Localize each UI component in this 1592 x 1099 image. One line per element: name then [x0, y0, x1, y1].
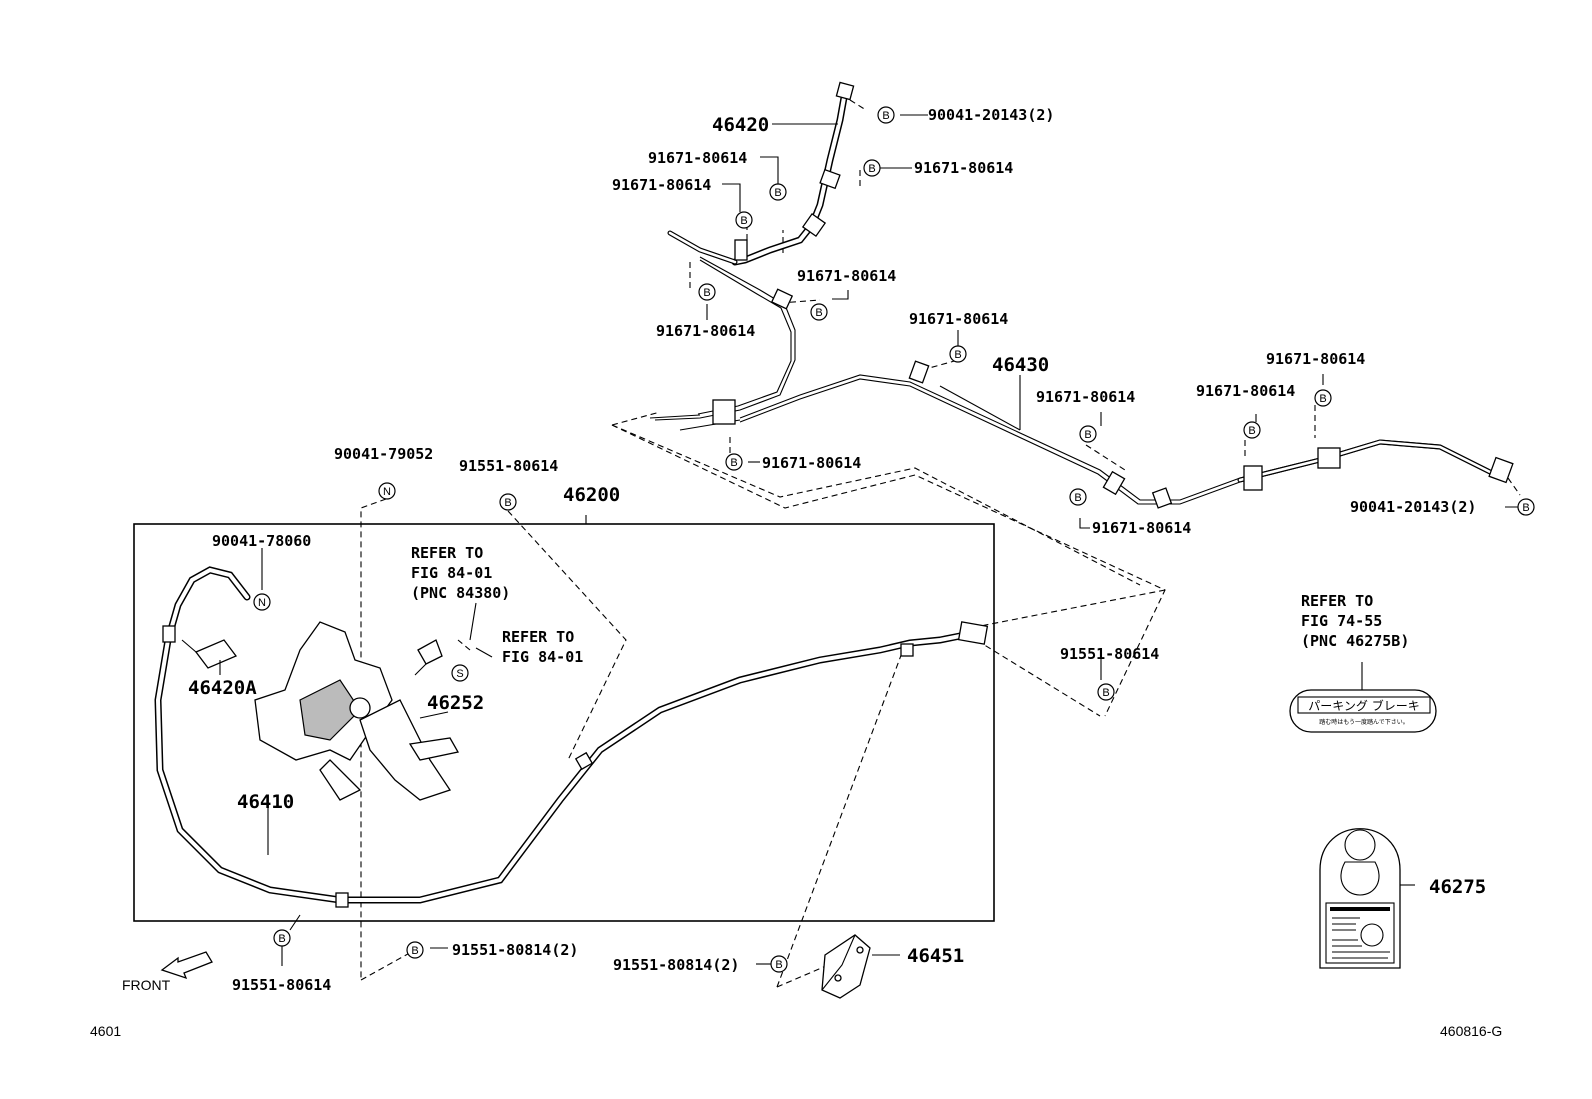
svg-text:B: B [730, 457, 737, 469]
n-symbol-icon: N [253, 593, 271, 611]
label-90041-20143-top: 90041-20143(2) [928, 106, 1054, 124]
label-46200: 46200 [563, 484, 620, 506]
b-symbol-icon: B [1097, 683, 1115, 701]
figure-code: 460816-G [1440, 1023, 1502, 1039]
label-46420: 46420 [712, 114, 769, 136]
label-90041-20143-right: 90041-20143(2) [1350, 498, 1476, 516]
svg-text:N: N [383, 486, 391, 498]
part-number-labels: 46420 46430 46200 46410 46420A 46252 464… [90, 106, 1502, 1039]
refer-84380-line2: FIG 84-01 [411, 564, 492, 582]
label-91551-80614-right: 91551-80614 [1060, 645, 1159, 663]
refer-84380-line1: REFER TO [411, 544, 483, 562]
svg-text:B: B [1319, 393, 1326, 405]
s-symbol-icon: S [451, 664, 469, 682]
assembly-box-46200 [133, 523, 995, 922]
front-label: FRONT [122, 977, 171, 993]
label-91551-80814-mid: 91551-80814(2) [452, 941, 578, 959]
b-symbol-icon: B [273, 929, 291, 947]
svg-text:B: B [815, 307, 822, 319]
front-arrow-icon [160, 951, 213, 980]
refer-46275b-line1: REFER TO [1301, 592, 1373, 610]
cable-46420 [654, 88, 849, 421]
svg-text:B: B [278, 933, 285, 945]
n-symbol-icon: N [378, 482, 396, 500]
parking-brake-pedal-assembly [254, 621, 460, 801]
b-symbol-icon: B [1243, 421, 1261, 439]
label-91671-80614-j: 91671-80614 [1266, 350, 1365, 368]
label-90041-78060: 90041-78060 [212, 532, 311, 550]
svg-text:N: N [258, 597, 266, 609]
part-46420a-bracket [181, 639, 238, 669]
svg-text:B: B [954, 349, 961, 361]
svg-text:B: B [411, 945, 418, 957]
label-46410: 46410 [237, 791, 294, 813]
label-91671-80614-k: 91671-80614 [1092, 519, 1191, 537]
label-91671-80614-c: 91671-80614 [612, 176, 711, 194]
b-symbol-icon: B [877, 106, 895, 124]
b-symbol-icon: B [810, 303, 828, 321]
b-symbol-icon: B [769, 183, 787, 201]
svg-text:B: B [1102, 687, 1109, 699]
label-91671-80614-e: 91671-80614 [656, 322, 755, 340]
b-symbol-icon: B [725, 453, 743, 471]
label-91671-80614-b: 91671-80614 [648, 149, 747, 167]
svg-text:B: B [740, 215, 747, 227]
leader-lines [219, 114, 1526, 966]
svg-text:B: B [703, 287, 710, 299]
label-91671-80614-f: 91671-80614 [909, 310, 1008, 328]
b-symbol-icon: B [499, 493, 517, 511]
b-symbol-icon: B [770, 955, 788, 973]
label-91671-80614-i: 91671-80614 [1196, 382, 1295, 400]
svg-text:B: B [882, 110, 889, 122]
svg-text:B: B [1084, 429, 1091, 441]
label-46275: 46275 [1429, 876, 1486, 898]
b-symbol-icon: B [698, 283, 716, 301]
svg-text:B: B [775, 959, 782, 971]
svg-text:B: B [1522, 502, 1529, 514]
label-46420a: 46420A [188, 677, 257, 699]
b-symbol-icon: B [1314, 389, 1332, 407]
label-90041-79052: 90041-79052 [334, 445, 433, 463]
part-46275-hang-tag [1319, 828, 1401, 969]
svg-text:B: B [774, 187, 781, 199]
label-91671-80614-h: 91671-80614 [1036, 388, 1135, 406]
jp-label-subtext: 踏む時はもう一度踏んで下さい。 [1319, 718, 1409, 726]
svg-text:B: B [868, 163, 875, 175]
refer-84-01-line2: FIG 84-01 [502, 648, 583, 666]
label-91671-80614-d: 91671-80614 [797, 267, 896, 285]
page-code: 4601 [90, 1023, 121, 1039]
b-symbol-icon: B [1069, 488, 1087, 506]
svg-text:S: S [456, 668, 463, 680]
refer-46275b-line2: FIG 74-55 [1301, 612, 1382, 630]
refer-84380-line3: (PNC 84380) [411, 584, 510, 602]
label-91551-80614-bottom: 91551-80614 [232, 976, 331, 994]
label-46430: 46430 [992, 354, 1049, 376]
label-91671-80614-g: 91671-80614 [762, 454, 861, 472]
svg-text:B: B [504, 497, 511, 509]
refer-84-01-line1: REFER TO [502, 628, 574, 646]
dashed-leaders [360, 99, 1521, 988]
svg-text:B: B [1248, 425, 1255, 437]
b-symbol-icon: B [863, 159, 881, 177]
label-46451: 46451 [907, 945, 964, 967]
label-46252: 46252 [427, 692, 484, 714]
b-symbol-icon: B [1517, 498, 1535, 516]
b-symbol-icon: B [949, 345, 967, 363]
part-46451-bracket [821, 934, 871, 999]
label-91551-80614-top: 91551-80614 [459, 457, 558, 475]
label-91551-80814-left: 91551-80814(2) [613, 956, 739, 974]
b-symbol-icon: B [1079, 425, 1097, 443]
b-symbol-icon: B [406, 941, 424, 959]
clamps [162, 81, 1514, 908]
refer-46275b-line3: (PNC 46275B) [1301, 632, 1409, 650]
b-symbol-icon: B [735, 211, 753, 229]
svg-text:B: B [1074, 492, 1081, 504]
circled-b-symbols: B B B B B B B B B B B B B B B B B B N N … [253, 106, 1535, 973]
parking-brake-label-plate: パーキング ブレーキ 踏む時はもう一度踏んで下さい。 [1289, 689, 1437, 733]
label-91671-80614-a: 91671-80614 [914, 159, 1013, 177]
jp-label-text: パーキング ブレーキ [1308, 698, 1419, 713]
